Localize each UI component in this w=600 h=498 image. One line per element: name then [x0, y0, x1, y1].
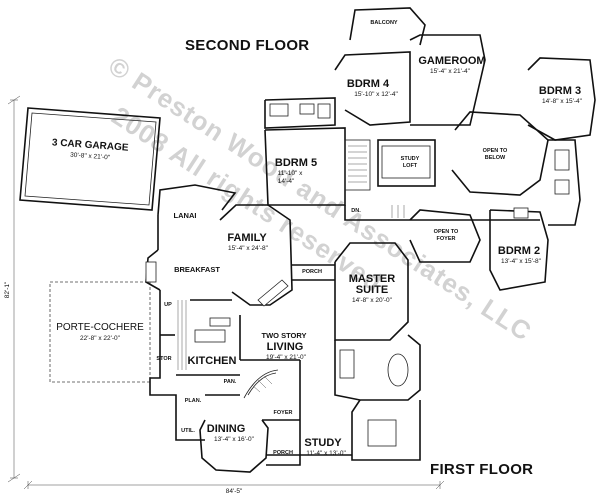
study-loft-label-line1: STUDY	[401, 156, 420, 162]
garage: 3 CAR GARAGE 30'-8" x 21'-0"	[19, 107, 161, 211]
living-note: TWO STORY	[262, 331, 307, 340]
study-loft-label-line2: LOFT	[403, 163, 418, 169]
pantry-label: PAN.	[224, 379, 237, 385]
open-foyer-label-line1: OPEN TO	[434, 229, 459, 235]
plan-label: PLAN.	[185, 398, 202, 404]
dining-size: 13'-4" x 16'-0"	[214, 436, 255, 443]
bdrm5-size-line2: 14'-4"	[278, 178, 295, 185]
gameroom-label: GAMEROOM	[418, 55, 485, 67]
family-label: FAMILY	[227, 232, 267, 244]
master-suite-label-line2: SUITE	[356, 284, 388, 296]
garage-size: 30'-8" x 21'-0"	[70, 152, 111, 162]
family-size: 15'-4" x 24'-8"	[228, 245, 269, 252]
kitchen-fixtures	[145, 261, 231, 370]
overall-depth-dimension: 82'-1"	[4, 95, 21, 483]
bdrm2-label: BDRM 2	[498, 245, 540, 257]
stor-label: STOR	[156, 356, 171, 362]
foyer-label: FOYER	[274, 410, 293, 416]
overall-depth-label: 82'-1"	[4, 281, 11, 298]
open-foyer-label-line2: FOYER	[437, 236, 456, 242]
bdrm3-label: BDRM 3	[539, 85, 581, 97]
porte-cochere-label: PORTE-COCHERE	[56, 322, 144, 333]
porte-cochere: PORTE-COCHERE 22'-8" x 22'-0"	[49, 281, 151, 383]
study-size: 11'-4" x 13'-0"	[306, 450, 346, 457]
master-bath-fixtures	[339, 349, 409, 447]
bdrm3-size: 14'-8" x 15'-4"	[542, 98, 583, 105]
bdrm5-label: BDRM 5	[275, 157, 317, 169]
first-floor-heading: FIRST FLOOR	[430, 461, 533, 478]
overall-width-label: 84'-5"	[226, 488, 243, 495]
living-size: 19'-4" x 21'-0"	[266, 354, 307, 361]
gameroom-size: 15'-4" x 21'-4"	[430, 68, 471, 75]
open-below-label-line2: BELOW	[485, 155, 506, 161]
bdrm5-size-line1: 11'-10" x	[278, 170, 303, 177]
second-floor-bath-fixtures	[269, 103, 570, 219]
lanai-label: LANAI	[174, 211, 197, 220]
kitchen-label: KITCHEN	[188, 355, 237, 367]
bdrm4-label: BDRM 4	[347, 78, 390, 90]
master-suite-size: 14'-8" x 20'-0"	[352, 297, 393, 304]
family-fireplace	[257, 279, 289, 307]
master-suite-label-line1: MASTER	[349, 273, 396, 285]
porte-cochere-size: 22'-8" x 22'-0"	[80, 335, 121, 342]
up-label: UP	[164, 302, 172, 308]
utility-label: UTIL.	[181, 428, 195, 434]
bdrm2-size: 13'-4" x 15'-8"	[501, 258, 542, 265]
front-porch-label: PORCH	[273, 450, 293, 456]
second-floor-heading: SECOND FLOOR	[185, 37, 309, 54]
balcony-label: BALCONY	[370, 20, 398, 26]
second-floor-walls	[264, 7, 596, 291]
overall-width-dimension: 84'-5"	[23, 480, 445, 495]
down-label: DN.	[351, 208, 361, 214]
garage-label: 3 CAR GARAGE	[52, 137, 130, 153]
upper-porch-label: PORCH	[302, 269, 322, 275]
second-floor-stair	[348, 145, 405, 218]
dining-label: DINING	[207, 423, 246, 435]
open-below-label-line1: OPEN TO	[483, 148, 508, 154]
first-floor-stair	[243, 369, 279, 399]
study-label: STUDY	[304, 437, 342, 449]
first-floor-walls	[145, 184, 421, 473]
living-label: LIVING	[267, 341, 304, 353]
bdrm4-size: 15'-10" x 12'-4"	[354, 91, 398, 98]
breakfast-label: BREAKFAST	[174, 265, 220, 274]
